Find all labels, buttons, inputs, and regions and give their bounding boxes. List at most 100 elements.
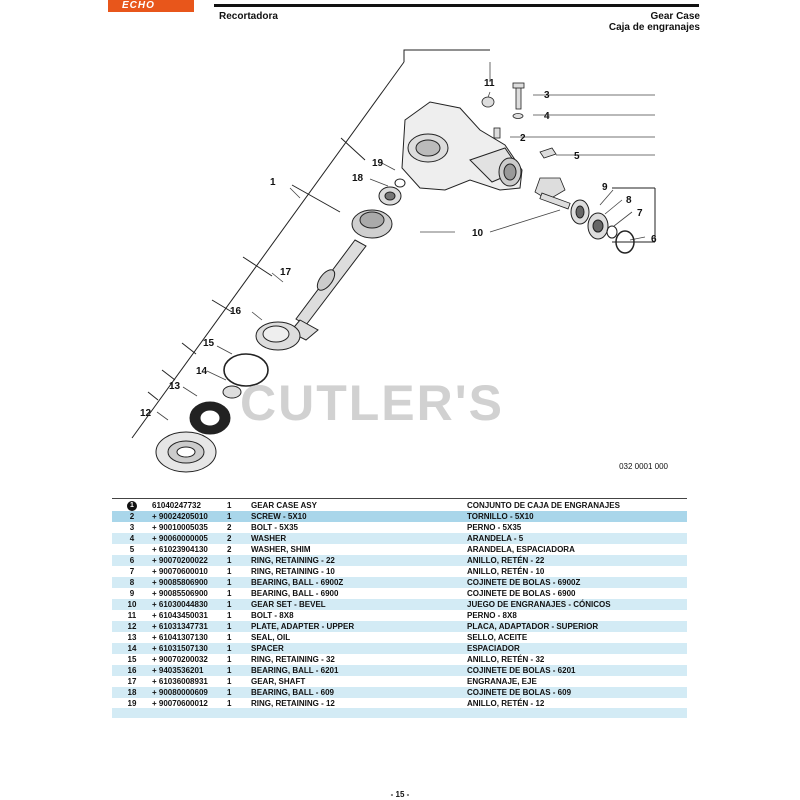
quantity: 1 (227, 511, 251, 522)
table-row: 11 + 61043450031 1 BOLT - 8X8 PERNO - 8X… (112, 610, 687, 621)
description-es: COJINETE DE BOLAS - 609 (467, 687, 687, 698)
description-es: CONJUNTO DE CAJA DE ENGRANAJES (467, 498, 687, 511)
ref-number: 19 (127, 699, 137, 708)
quantity: 1 (227, 655, 232, 664)
callout-4: 4 (544, 111, 550, 122)
description-es: PLACA, ADAPTADOR - SUPERIOR (467, 621, 687, 632)
callout-5: 5 (574, 151, 580, 162)
description-en: GEAR SET - BEVEL (251, 599, 467, 610)
quantity: 1 (227, 621, 251, 632)
ref-number: 10 (112, 599, 152, 610)
ref-number: 11 (127, 611, 137, 620)
part-number: + 90070600012 (152, 699, 208, 708)
table-row: 10 + 61030044830 1 GEAR SET - BEVEL JUEG… (112, 599, 687, 610)
description-es: PERNO - 8X8 (467, 611, 517, 620)
part-number: + 61041307130 (152, 633, 208, 642)
quantity: 1 (227, 677, 232, 686)
callout-13: 13 (169, 381, 181, 392)
table-row: 13 + 61041307130 1 SEAL, OIL SELLO, ACEI… (112, 632, 687, 643)
description-es: COJINETE DE BOLAS - 6900Z (467, 577, 687, 588)
description-es: COJINETE DE BOLAS - 6900 (467, 589, 576, 598)
table-footer-band (112, 708, 687, 718)
ref-number: 16 (112, 665, 152, 676)
table-row: 19 + 90070600012 1 RING, RETAINING - 12 … (112, 698, 687, 709)
description-en: RING, RETAINING - 22 (251, 555, 467, 566)
drawing-code: 032 0001 000 (619, 462, 668, 471)
leader-lines (156, 62, 655, 421)
table-row: 6 + 90070200022 1 RING, RETAINING - 22 A… (112, 555, 687, 566)
callout-16: 16 (230, 306, 242, 317)
callout-15: 15 (203, 338, 215, 349)
quantity: 1 (227, 577, 251, 588)
upper-shaft-parts (351, 178, 406, 239)
model-name: Recortadora (219, 11, 278, 22)
ref-number: 8 (112, 577, 152, 588)
ref-number: 12 (112, 621, 152, 632)
quantity: 1 (227, 633, 232, 642)
callout-labels: 1 2 3 4 5 6 7 8 9 10 11 12 13 14 15 16 1… (140, 78, 657, 419)
table-row: 4 + 90060000005 2 WASHER ARANDELA - 5 (112, 533, 687, 544)
description-en: WASHER (251, 533, 467, 544)
quantity: 1 (227, 498, 251, 511)
part-number: + 61031507130 (152, 643, 227, 654)
callout-1: 1 (270, 177, 276, 188)
description-es: ANILLO, RETÉN - 10 (467, 567, 545, 576)
description-es: ARANDELA - 5 (467, 533, 687, 544)
callout-11: 11 (484, 78, 495, 89)
hardware-parts (481, 82, 571, 210)
callout-3: 3 (544, 90, 550, 101)
brand-logo-text: ECHO (122, 0, 155, 11)
callout-12: 12 (140, 408, 152, 419)
part-number: + 61030044830 (152, 599, 227, 610)
lower-parts (155, 321, 301, 473)
quantity: 2 (227, 545, 232, 554)
quantity: 1 (227, 611, 232, 620)
description-es: SELLO, ACEITE (467, 633, 528, 642)
table-row: 2 + 90024205010 1 SCREW - 5X10 TORNILLO … (112, 511, 687, 522)
description-es: COJINETE DE BOLAS - 6201 (467, 665, 687, 676)
description-en: BEARING, BALL - 6201 (251, 665, 467, 676)
description-en: BEARING, BALL - 6900 (251, 589, 339, 598)
quantity: 1 (227, 589, 232, 598)
description-en: RING, RETAINING - 32 (251, 655, 335, 664)
description-en: RING, RETAINING - 12 (251, 699, 335, 708)
ref-number: 7 (129, 567, 135, 576)
description-es: JUEGO DE ENGRANAJES - CÓNICOS (467, 599, 687, 610)
description-en: SPACER (251, 643, 467, 654)
ref-number: 6 (112, 555, 152, 566)
ref-number: 13 (127, 633, 137, 642)
description-en: BEARING, BALL - 6900Z (251, 577, 467, 588)
ref-number: 15 (127, 655, 137, 664)
description-en: GEAR CASE ASY (251, 498, 467, 511)
description-en: BEARING, BALL - 609 (251, 687, 467, 698)
description-es: TORNILLO - 5X10 (467, 511, 687, 522)
description-es: ANILLO, RETÉN - 12 (467, 699, 545, 708)
right-bearings (570, 199, 635, 254)
brand-logo-bar (108, 0, 194, 12)
table-row: 16 + 9403536201 1 BEARING, BALL - 6201 C… (112, 665, 687, 676)
ref-badge: 1 (127, 501, 137, 511)
ref-number: 4 (112, 533, 152, 544)
callout-6: 6 (651, 234, 657, 245)
quantity: 1 (227, 555, 251, 566)
part-number: + 61036008931 (152, 677, 208, 686)
description-en: PLATE, ADAPTER - UPPER (251, 621, 467, 632)
header-rule (214, 4, 699, 7)
part-number: + 90010005035 (152, 523, 208, 532)
quantity: 1 (227, 665, 251, 676)
watermark-text: CUTLER'S (240, 375, 504, 431)
gear-case-housing (401, 101, 523, 191)
callout-8: 8 (626, 195, 632, 206)
description-en: BOLT - 5X35 (251, 523, 298, 532)
table-row: 3 + 90010005035 2 BOLT - 5X35 PERNO - 5X… (112, 522, 687, 533)
part-number: 61040247732 (152, 498, 227, 511)
section-title-es: Caja de engranajes (608, 22, 700, 33)
table-row: 7 + 90070600010 1 RING, RETAINING - 10 A… (112, 566, 687, 577)
quantity: 1 (227, 687, 251, 698)
callout-19: 19 (372, 158, 384, 169)
table-row: 1 61040247732 1 GEAR CASE ASY CONJUNTO D… (112, 498, 687, 511)
callout-7: 7 (637, 208, 643, 219)
description-en: SCREW - 5X10 (251, 511, 467, 522)
part-number: + 90070600010 (152, 567, 208, 576)
part-number: + 90070200032 (152, 655, 208, 664)
